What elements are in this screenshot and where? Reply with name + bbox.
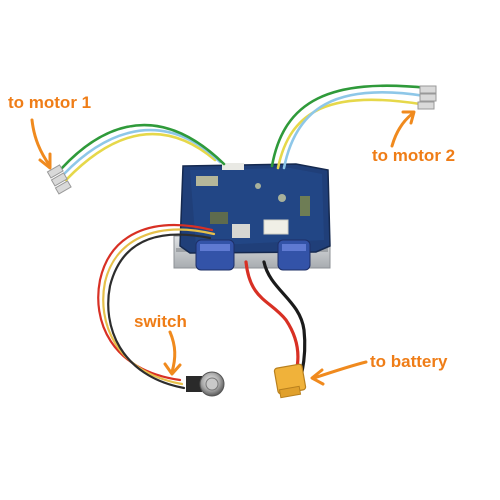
arrow-motor1: [30, 118, 52, 170]
arrow-motor2: [390, 110, 416, 148]
motor2-wires: [270, 84, 430, 170]
label-to-motor-1: to motor 1: [8, 93, 92, 112]
xt60-connector-icon: [273, 363, 307, 399]
pcb-board: [179, 163, 331, 254]
capacitors: [195, 239, 311, 271]
label-to-battery: to battery: [370, 352, 448, 371]
switch-wires: [97, 223, 216, 390]
push-button-switch-icon: [186, 371, 225, 397]
motor1-wires: [60, 123, 226, 182]
motor1-terminals: [46, 164, 72, 195]
battery-wires: [244, 260, 307, 374]
label-to-motor-2: to motor 2: [372, 146, 456, 165]
motor2-terminals: [417, 85, 437, 110]
label-switch: switch: [134, 312, 187, 331]
arrow-battery: [310, 360, 368, 386]
arrow-switch: [163, 330, 182, 376]
